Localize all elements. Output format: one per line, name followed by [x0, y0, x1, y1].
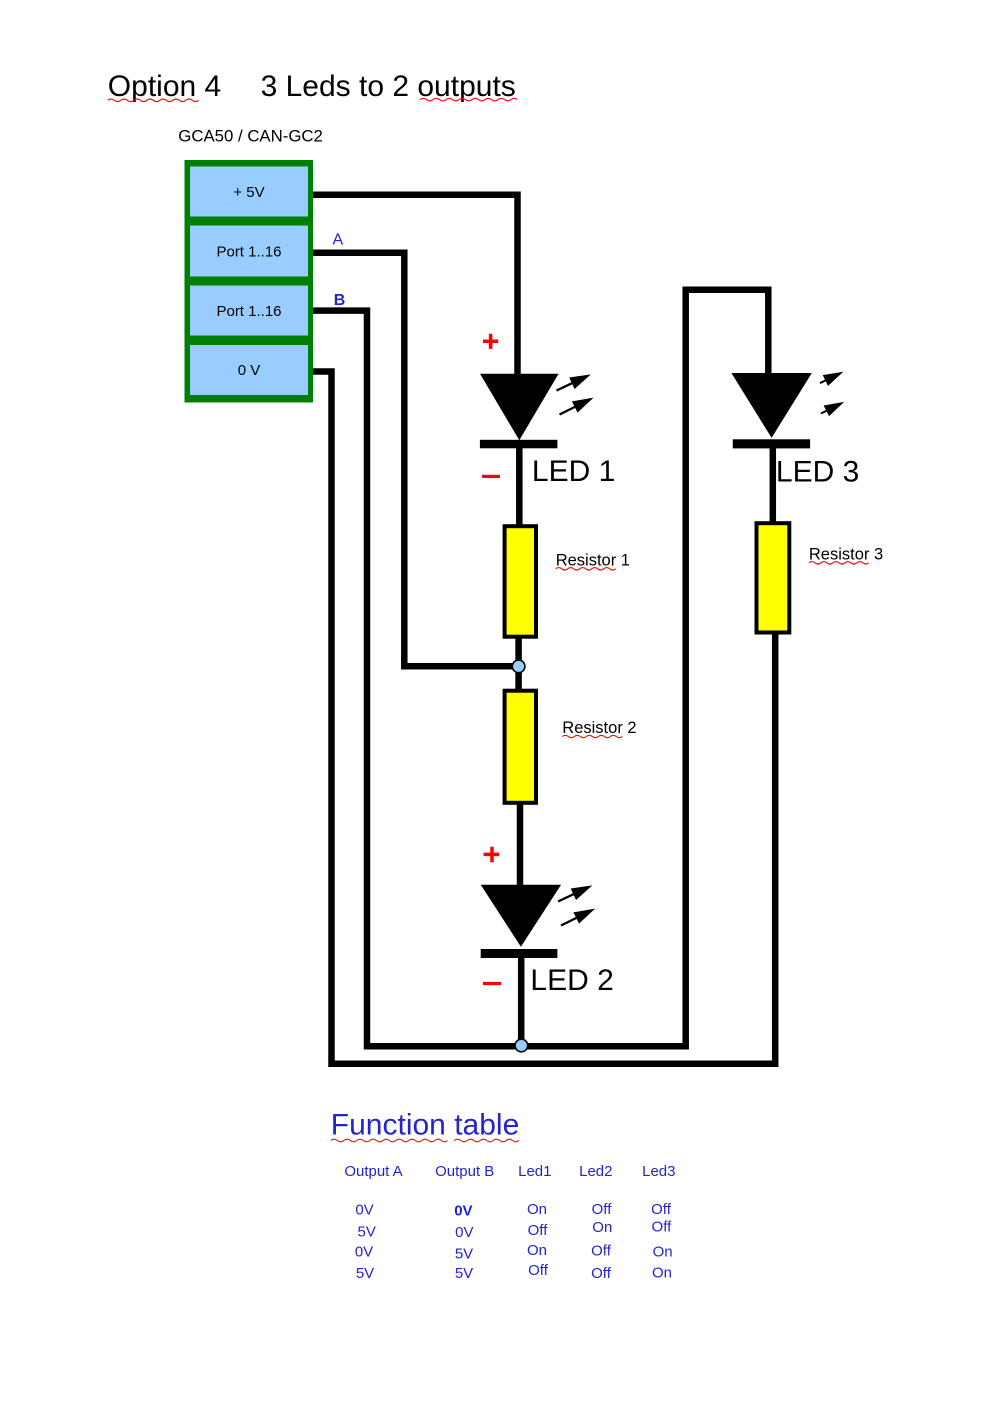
svg-text:Resistor 2: Resistor 2	[562, 719, 636, 737]
svg-text:Function table: Function table	[331, 1109, 519, 1142]
svg-text:Output B: Output B	[435, 1163, 494, 1180]
svg-text:Port 1..16: Port 1..16	[216, 243, 281, 260]
svg-text:GCA50 / CAN-GC2: GCA50 / CAN-GC2	[178, 127, 323, 146]
svg-text:Led2: Led2	[579, 1163, 612, 1180]
svg-text:On: On	[592, 1219, 612, 1236]
svg-text:LED 3: LED 3	[776, 456, 859, 489]
svg-text:On: On	[652, 1264, 672, 1281]
svg-text:On: On	[527, 1201, 547, 1218]
svg-text:Off: Off	[591, 1243, 612, 1260]
svg-text:Port 1..16: Port 1..16	[216, 303, 281, 320]
svg-text:LED 2: LED 2	[530, 964, 613, 997]
svg-text:On: On	[653, 1244, 673, 1261]
svg-text:Off: Off	[591, 1265, 612, 1282]
svg-text:5V: 5V	[455, 1265, 473, 1282]
svg-text:5V: 5V	[358, 1223, 376, 1240]
svg-text:5V: 5V	[356, 1265, 374, 1282]
svg-text:Resistor 3: Resistor 3	[809, 546, 883, 564]
svg-text:On: On	[527, 1242, 547, 1259]
svg-text:Output A: Output A	[344, 1163, 402, 1180]
svg-text:Off: Off	[652, 1219, 673, 1236]
svg-text:0V: 0V	[355, 1202, 373, 1219]
svg-text:0V: 0V	[455, 1224, 473, 1241]
svg-text:+ 5V: + 5V	[233, 184, 264, 201]
svg-text:A: A	[333, 231, 344, 248]
svg-text:Off: Off	[528, 1262, 549, 1279]
svg-text:B: B	[334, 292, 346, 309]
svg-text:Led1: Led1	[518, 1163, 551, 1180]
svg-text:0V: 0V	[355, 1244, 373, 1261]
svg-text:Off: Off	[592, 1201, 613, 1218]
svg-text:Off: Off	[528, 1222, 549, 1239]
svg-text:0V: 0V	[454, 1202, 472, 1219]
svg-text:LED 1: LED 1	[532, 455, 615, 488]
svg-text:Led3: Led3	[642, 1163, 675, 1180]
svg-text:Option 4: Option 4	[108, 70, 221, 103]
svg-text:Resistor 1: Resistor 1	[556, 552, 630, 570]
svg-text:Off: Off	[651, 1201, 672, 1218]
svg-text:0 V: 0 V	[238, 362, 261, 379]
svg-text:5V: 5V	[455, 1246, 473, 1263]
svg-text:3 Leds to 2 outputs: 3 Leds to 2 outputs	[261, 70, 516, 103]
